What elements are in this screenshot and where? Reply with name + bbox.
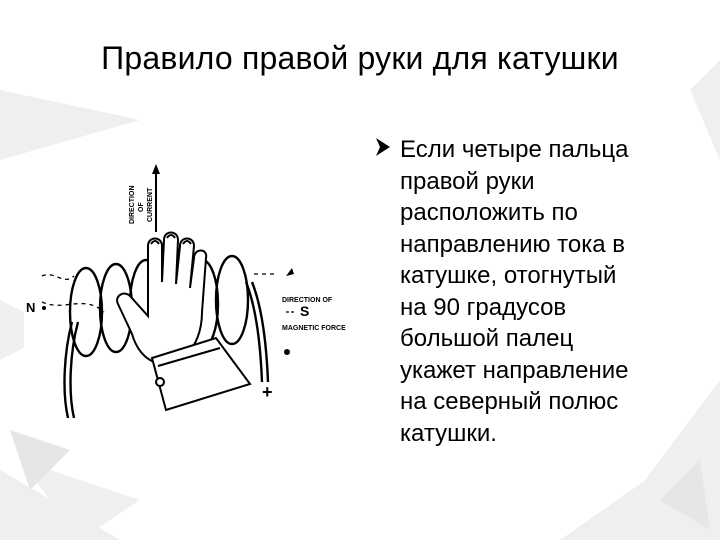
slide-title: Правило правой руки для катушки [101, 40, 619, 76]
right-hand [116, 231, 252, 412]
magnetic-force-label: DIRECTION OF MAGNETIC FORCE [282, 297, 346, 332]
current-label-line1: DIRECTION [129, 186, 136, 225]
force-label-line1: DIRECTION OF [282, 297, 333, 304]
magnetic-field-line [41, 273, 274, 313]
current-label-line2: OF [138, 202, 145, 212]
pole-s-label: S [300, 303, 309, 319]
body-text: Если четыре пальца правой руки расположи… [400, 136, 629, 447]
current-label-line3: CURRENT [147, 187, 154, 222]
current-direction-label: DIRECTION OF CURRENT [129, 186, 154, 225]
bullet-arrow-icon [376, 138, 390, 156]
plus-terminal: + [262, 382, 273, 402]
pole-n-label: N [26, 300, 35, 315]
current-arrow [152, 164, 160, 232]
hand-coil-drawing: DIRECTION OF CURRENT [26, 164, 346, 418]
pole-s: S [286, 303, 309, 319]
field-arrows [284, 268, 294, 355]
force-label-line2: MAGNETIC FORCE [282, 325, 346, 332]
right-hand-coil-illustration: DIRECTION OF CURRENT [24, 162, 354, 418]
pole-n: N [26, 300, 46, 315]
